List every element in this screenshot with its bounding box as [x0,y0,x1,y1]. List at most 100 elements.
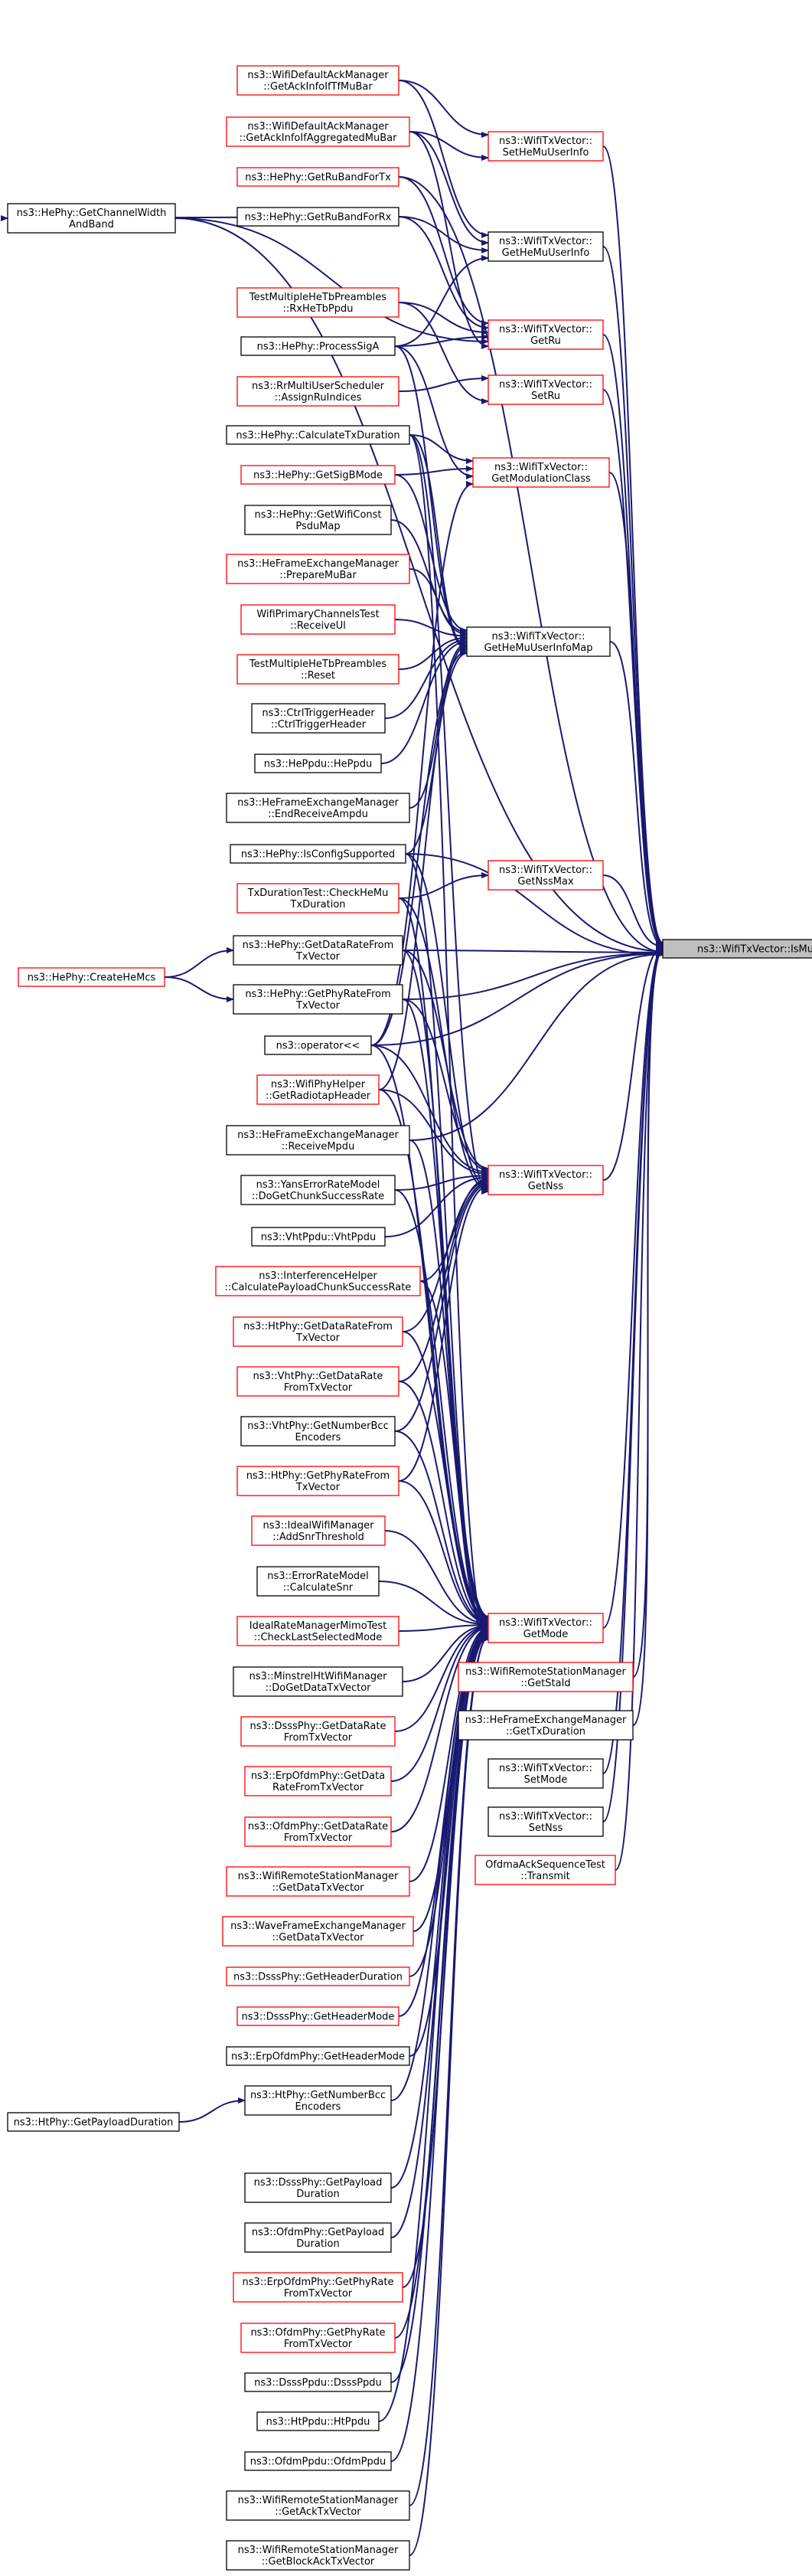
node-getSigBMode[interactable]: ns3::HePhy::GetSigBMode [240,465,396,485]
node-setRu[interactable]: ns3::WifiTxVector::SetRu [488,374,604,405]
edge-interferencePayload-to-getMode [419,1280,489,1624]
node-getRadiotapHeader[interactable]: ns3::WifiPhyHelper::GetRadiotapHeader [256,1074,380,1105]
node-testReset[interactable]: TestMultipleHeTbPreambles::Reset [236,654,399,685]
node-label: ::RxHeTbPpdu [282,303,353,315]
node-setNss[interactable]: ns3::WifiTxVector::SetNss [488,1806,604,1837]
node-getRu[interactable]: ns3::WifiTxVector::GetRu [488,319,604,350]
node-erpGetHeaderMode[interactable]: ns3::ErpOfdmPhy::GetHeaderMode [226,2046,410,2066]
node-checkLastSelectedMode[interactable]: IdealRateManagerMimoTest::CheckLastSelec… [236,1616,399,1646]
node-label: ::GetAckTxVector [275,2506,361,2518]
node-label: ::CalculateSnr [283,1582,354,1594]
node-calculateTxDuration[interactable]: ns3::HePhy::CalculateTxDuration [226,425,410,445]
node-assignRuIndices[interactable]: ns3::RrMultiUserScheduler::AssignRuIndic… [236,376,399,407]
node-box [222,1916,414,1947]
node-box [18,967,165,987]
node-calculateSnr[interactable]: ns3::ErrorRateModel::CalculateSnr [256,1566,380,1597]
edge-ofdmGetDataRate-to-getMode [390,1624,489,1832]
node-dsssPpdu[interactable]: ns3::DsssPpdu::DsssPpdu [244,2372,392,2392]
edge-setRu-to-ismu [602,389,664,948]
node-setMode[interactable]: ns3::WifiTxVector::SetMode [488,1758,604,1789]
node-getNss[interactable]: ns3::WifiTxVector::GetNss [488,1165,604,1195]
node-endReceiveAmpdu[interactable]: ns3::HeFrameExchangeManager::EndReceiveA… [226,793,410,823]
node-label: ns3::HeFrameExchangeManager [237,797,399,809]
node-processSigA[interactable]: ns3::HePhy::ProcessSigA [240,336,396,356]
node-createHeMcs[interactable]: ns3::HePhy::CreateHeMcs [18,967,165,987]
node-getHeMuUserInfoMap[interactable]: ns3::WifiTxVector::GetHeMuUserInfoMap [466,626,611,657]
node-box [236,287,399,318]
node-label: ::CtrlTriggerHeader [271,719,367,731]
node-ofdmaTransmit[interactable]: OfdmaAckSequenceTest::Transmit [474,1855,616,1885]
node-addSnrThreshold[interactable]: ns3::IdealWifiManager::AddSnrThreshold [251,1515,386,1546]
node-getAckInfoTfMuBar[interactable]: ns3::WifiDefaultAckManager::GetAckInfoIf… [236,65,399,96]
node-getHeMuUserInfo[interactable]: ns3::WifiTxVector::GetHeMuUserInfo [488,231,604,262]
node-wrsmGetBlockAckTx[interactable]: ns3::WifiRemoteStationManager::GetBlockA… [226,2540,410,2571]
node-label: ns3::VhtPhy::GetDataRate [253,1371,383,1382]
node-setHeMuUserInfo[interactable]: ns3::WifiTxVector::SetHeMuUserInfo [488,131,604,162]
edge-isConfigSupported-to-getNss [405,853,489,1192]
edge-processSigA-to-getModulationClass [394,345,474,479]
node-dsssGetHeaderDuration[interactable]: ns3::DsssPhy::GetHeaderDuration [226,1966,410,1986]
node-getAckInfoAggMuBar[interactable]: ns3::WifiDefaultAckManager::GetAckInfoIf… [226,116,410,147]
edge-getRuBandForTx-to-ismu [398,176,664,955]
node-yansChunk[interactable]: ns3::YansErrorRateModel::DoGetChunkSucce… [240,1175,396,1205]
node-interferencePayload[interactable]: ns3::InterferenceHelper::CalculatePayloa… [215,1266,421,1296]
node-hePpdu[interactable]: ns3::HePpdu::HePpdu [254,754,382,773]
node-box [226,116,410,147]
node-box [226,1125,410,1156]
node-htPpdu[interactable]: ns3::HtPpdu::HtPpdu [256,2411,380,2431]
node-getRuBandForTx[interactable]: ns3::HePhy::GetRuBandForTx [236,167,399,187]
node-label: ::CalculatePayloadChunkSuccessRate [225,1282,412,1293]
node-label: GetHeMuUserInfo [502,247,590,259]
node-prepareMuBar[interactable]: ns3::HeFrameExchangeManager::PrepareMuBa… [226,554,410,584]
node-ofdmPpdu[interactable]: ns3::OfdmPpdu::OfdmPpdu [244,2451,392,2471]
node-box [251,1227,386,1247]
edge-htGetDataRate-to-getNss [402,1178,489,1332]
edge-processSigA-to-getHeMuUserInfo [394,255,489,347]
edge-assignRuIndices-to-setRu [398,375,489,392]
node-label: Encoders [295,2101,341,2113]
node-label: ::DoGetChunkSuccessRate [252,1191,384,1202]
node-getRuBandForRx[interactable]: ns3::HePhy::GetRuBandForRx [236,207,399,227]
node-getNssMax[interactable]: ns3::WifiTxVector::GetNssMax [488,860,604,891]
node-label: ns3::OfdmPhy::GetPayload [252,2227,384,2238]
node-getStaId[interactable]: ns3::WifiRemoteStationManager::GetStaId [458,1662,634,1692]
node-box [233,1316,403,1347]
node-ctrlTriggerHeader[interactable]: ns3::CtrlTriggerHeader::CtrlTriggerHeade… [251,703,386,734]
node-box [244,1766,392,1796]
node-dsssGetPayloadDuration[interactable]: ns3::DsssPhy::GetPayloadDuration [244,2172,392,2203]
node-vhtPpdu[interactable]: ns3::VhtPpdu::VhtPpdu [251,1227,386,1247]
node-getMode[interactable]: ns3::WifiTxVector::GetMode [488,1613,604,1643]
node-isConfigSupported[interactable]: ns3::HePhy::IsConfigSupported [230,844,406,864]
node-operatorLs[interactable]: ns3::operator<< [264,1035,372,1055]
node-htGetPayloadDuration[interactable]: ns3::HtPhy::GetPayloadDuration [7,2112,180,2132]
node-wrsmGetDataTx[interactable]: ns3::WifiRemoteStationManager::GetDataTx… [226,1866,410,1897]
node-box [233,935,403,966]
node-box [244,2372,392,2392]
node-waveGetDataTx[interactable]: ns3::WaveFrameExchangeManager::GetDataTx… [222,1916,414,1947]
node-ofdmGetPayloadDuration[interactable]: ns3::OfdmPhy::GetPayloadDuration [244,2222,392,2253]
node-getModulationClass[interactable]: ns3::WifiTxVector::GetModulationClass [472,457,610,488]
node-label: ns3::HePhy::IsConfigSupported [241,849,395,861]
node-rxHeTbPpdu[interactable]: TestMultipleHeTbPreambles::RxHeTbPpdu [236,287,399,318]
node-wrsmGetAckTx[interactable]: ns3::WifiRemoteStationManager::GetAckTxV… [226,2490,410,2521]
node-receiveUl[interactable]: WifiPrimaryChannelsTest::ReceiveUl [240,604,396,635]
node-heFemGetTxDuration[interactable]: ns3::HeFrameExchangeManager::GetTxDurati… [458,1710,634,1741]
node-minstrelDoGetDataTx[interactable]: ns3::MinstrelHtWifiManager::DoGetDataTxV… [233,1666,403,1697]
node-receiveMpdu[interactable]: ns3::HeFrameExchangeManager::ReceiveMpdu [226,1125,410,1156]
node-dsssGetHeaderMode[interactable]: ns3::DsssPhy::GetHeaderMode [236,2006,399,2026]
